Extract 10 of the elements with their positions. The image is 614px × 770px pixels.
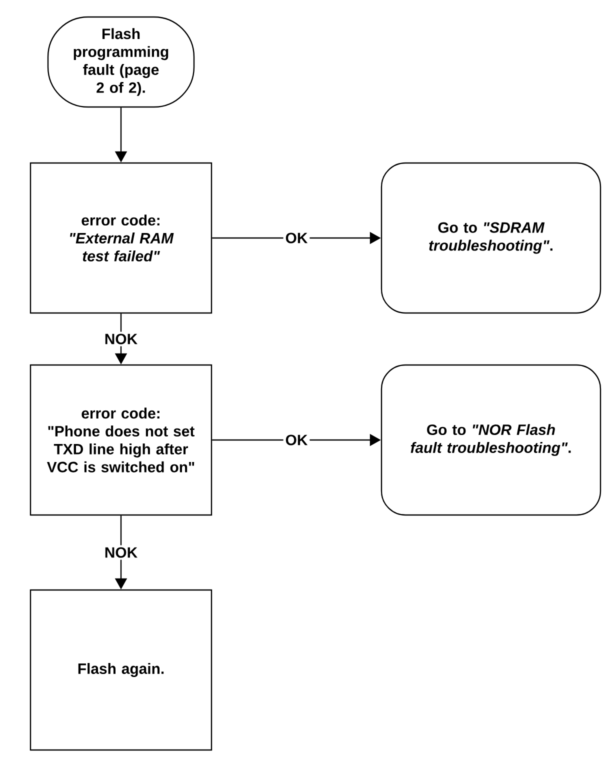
rounded-box: Go to "NOR Flash fault troubleshooting". [380,364,602,516]
process-box: Flash again. [30,589,212,751]
edge-label: NOK [102,332,140,346]
terminal-box: Flash programming fault (page 2 of 2). [47,16,195,108]
process-box: error code: "External RAM test failed" [30,162,212,314]
edge-label: OK [283,230,310,246]
edge-label: NOK [102,545,140,560]
rounded-box: Go to "SDRAM troubleshooting". [380,162,602,314]
process-box: error code: "Phone does not set TXD line high after VCC is switched on" [30,364,212,516]
edge-label: OK [283,432,310,448]
